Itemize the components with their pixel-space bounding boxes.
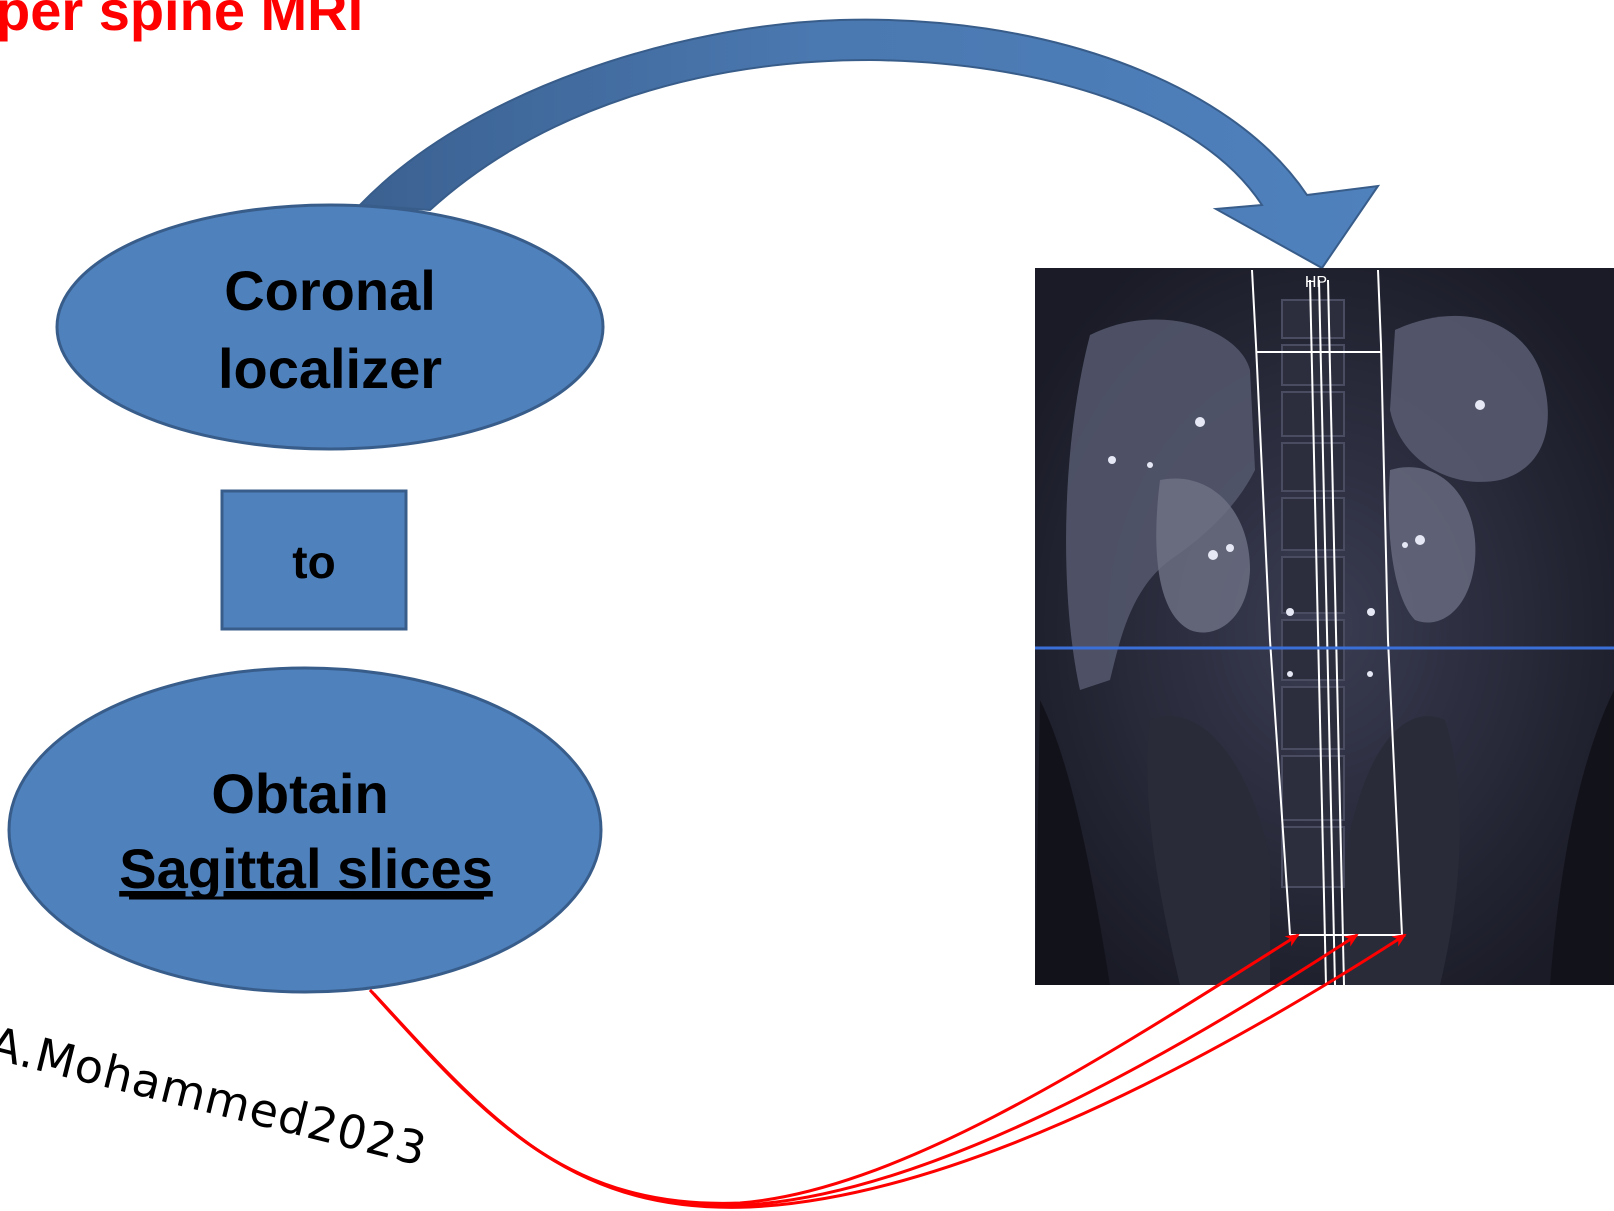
obtain-line2: Sagittal slices [119,837,493,900]
coronal-line1: Coronal [224,259,436,322]
mri-top-label: HP [1305,274,1327,291]
red-arrows [368,933,1407,1209]
slide-title: per spine MRI [0,0,364,42]
red-arrow-3 [372,933,1407,1209]
coronal-localizer-node: Coronal localizer [55,203,605,451]
mri-coronal-image: HP [1035,268,1614,986]
to-box: to [220,489,408,631]
coronal-line2: localizer [218,337,442,400]
obtain-line1: Obtain [211,762,388,825]
curved-arrow [357,18,1381,270]
obtain-sagittal-node: Obtain Sagittal slices [7,666,603,994]
to-label: to [292,536,335,588]
